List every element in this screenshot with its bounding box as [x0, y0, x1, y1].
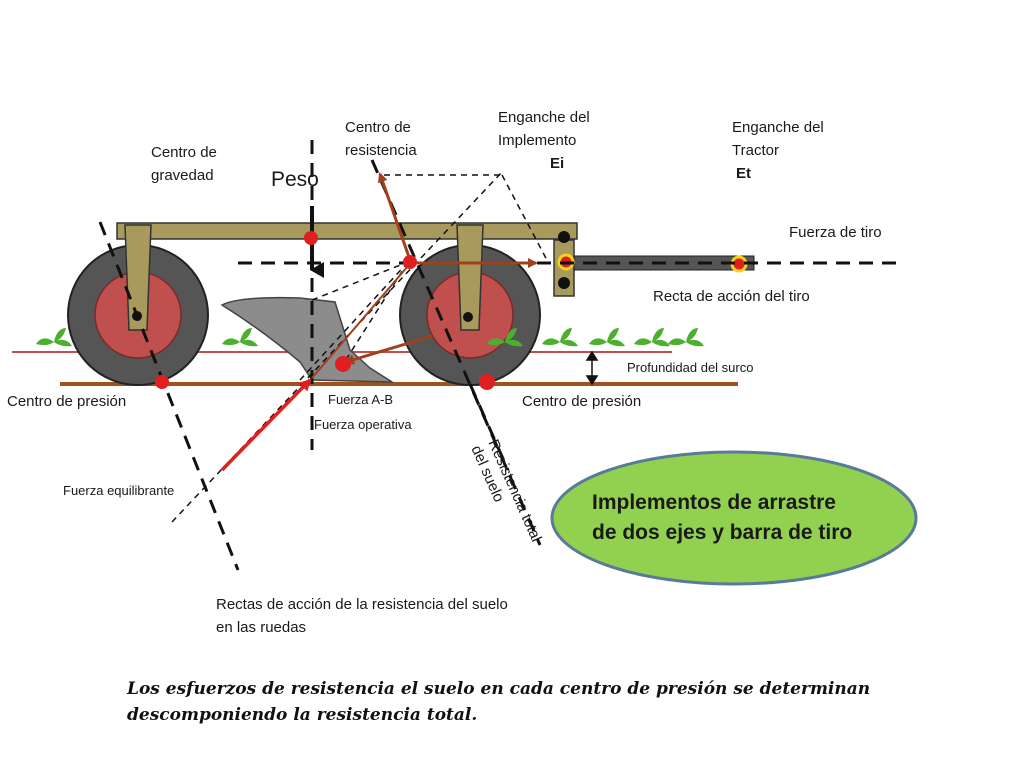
caption: Los esfuerzos de resistencia el suelo en…: [127, 679, 871, 725]
label-wheel-resistance-lines: Rectas de acción de la resistencia del s…: [216, 596, 508, 636]
furrow-depth-indicator: [585, 350, 599, 386]
implement-frame: [116, 222, 578, 240]
title-ellipse: [550, 450, 918, 586]
operative-guide: [299, 261, 409, 381]
label-furrow-depth: Profundidad del surco: [627, 360, 754, 375]
left-pressure-center-point: [155, 375, 169, 389]
title-box-text: Implementos de arrastre de dos ejes y ba…: [592, 491, 853, 544]
plow-body: [220, 296, 395, 383]
force-ab-arrow: [344, 334, 433, 365]
label-equilibrant-force: Fuerza equilibrante: [63, 483, 175, 498]
plants: [36, 328, 704, 347]
right-wheel: [399, 224, 541, 386]
label-right-pressure-center: Centro de presión: [522, 393, 642, 410]
label-force-ab: Fuerza A-B: [328, 392, 394, 407]
label-weight: Peso: [271, 168, 319, 191]
label-tractor-hitch: Enganche del Tractor Et: [732, 119, 824, 182]
equilibrant-force-arrow: [220, 378, 312, 472]
label-line-of-draft: Recta de acción del tiro: [653, 288, 810, 305]
right-wheel-resistance-line: [468, 383, 510, 471]
bracket-pin-top: [558, 231, 570, 243]
resistance-up-arrow: [377, 172, 412, 261]
left-wheel: [67, 224, 209, 386]
total-resistance-line: [370, 159, 542, 546]
label-operative-force: Fuerza operativa: [314, 417, 412, 432]
center-of-gravity-point: [304, 231, 318, 245]
label-implement-hitch: Enganche del Implemento Ei: [498, 109, 590, 172]
parallelogram-ab-lower: [341, 261, 409, 367]
parallelogram-ab-upper: [311, 261, 409, 301]
center-of-resistance-point: [403, 255, 417, 269]
label-center-of-resistance: Centro de resistencia: [345, 119, 417, 159]
force-ab-point: [335, 356, 351, 372]
left-wheel-resistance-line: [98, 221, 240, 571]
operative-force-arrow: [311, 265, 409, 379]
label-center-of-gravity: Centro de gravedad: [151, 144, 217, 184]
label-draft-force: Fuerza de tiro: [789, 224, 882, 241]
label-left-pressure-center: Centro de presión: [7, 393, 127, 410]
bracket-pin-bottom: [558, 277, 570, 289]
right-pressure-center-point: [479, 374, 495, 390]
parallelogram-right: [501, 174, 549, 263]
